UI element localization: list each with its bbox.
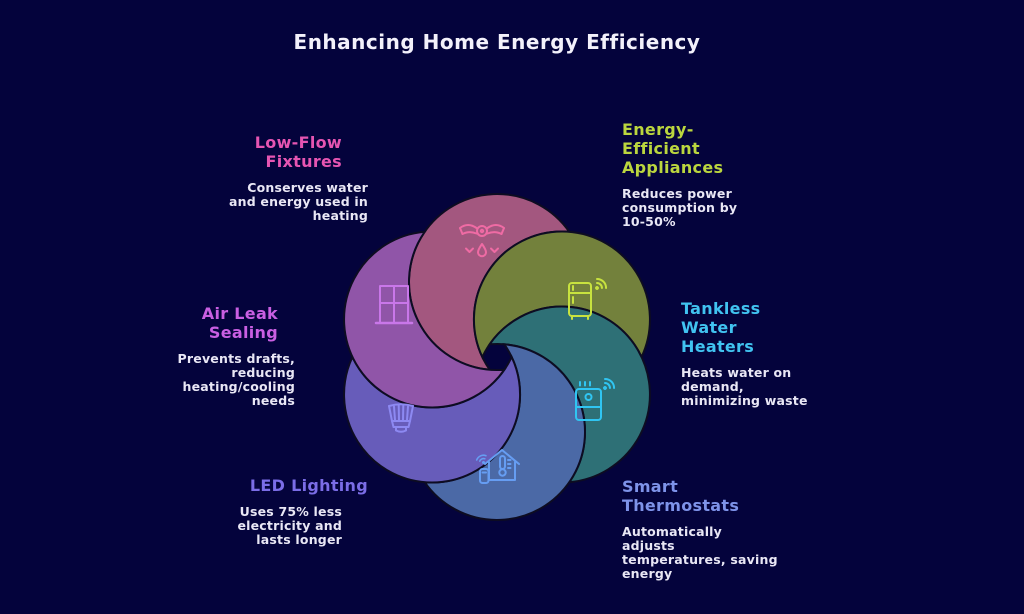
label-energy-efficient-appliances: Energy- Efficient Appliances Reduces pow…	[622, 120, 807, 229]
label-led-lighting: LED Lighting Uses 75% less electricity a…	[173, 476, 368, 547]
smart-thermostats-desc: Automatically adjusts temperatures, savi…	[622, 524, 778, 581]
smart-thermostats-title: Smart Thermostats	[622, 477, 740, 515]
smart-fridge-icon	[568, 276, 609, 320]
led-lighting-title: LED Lighting	[249, 476, 368, 495]
label-air-leak-sealing: Air Leak Sealing Prevents drafts, reduci…	[120, 304, 295, 408]
air-leak-sealing-title: Air Leak Sealing	[201, 304, 278, 342]
tankless-water-heaters-title: Tankless Water Heaters	[681, 299, 761, 356]
page-title: Enhancing Home Energy Efficiency	[293, 30, 701, 54]
low-flow-fixtures-title: Low-Flow Fixtures	[254, 133, 342, 171]
label-low-flow-fixtures: Low-Flow Fixtures Conserves water and en…	[158, 133, 368, 223]
showerhead-icon	[459, 224, 505, 258]
tankless-water-heaters-desc: Heats water on demand, minimizing waste	[681, 365, 808, 408]
water-heater-icon	[575, 376, 617, 421]
label-tankless-water-heaters: Tankless Water Heaters Heats water on de…	[681, 299, 856, 408]
label-smart-thermostats: Smart Thermostats Automatically adjusts …	[622, 477, 807, 581]
energy-efficient-appliances-title: Energy- Efficient Appliances	[622, 120, 724, 177]
led-lighting-desc: Uses 75% less electricity and lasts long…	[237, 504, 342, 547]
energy-efficient-appliances-desc: Reduces power consumption by 10-50%	[622, 186, 738, 229]
led-bulb-icon	[388, 403, 414, 433]
pinwheel-diagram	[317, 193, 684, 521]
smart-home-thermostat-icon	[474, 449, 520, 484]
air-leak-sealing-desc: Prevents drafts, reducing heating/coolin…	[177, 351, 295, 408]
window-icon	[374, 285, 414, 325]
low-flow-fixtures-desc: Conserves water and energy used in heati…	[228, 180, 368, 223]
